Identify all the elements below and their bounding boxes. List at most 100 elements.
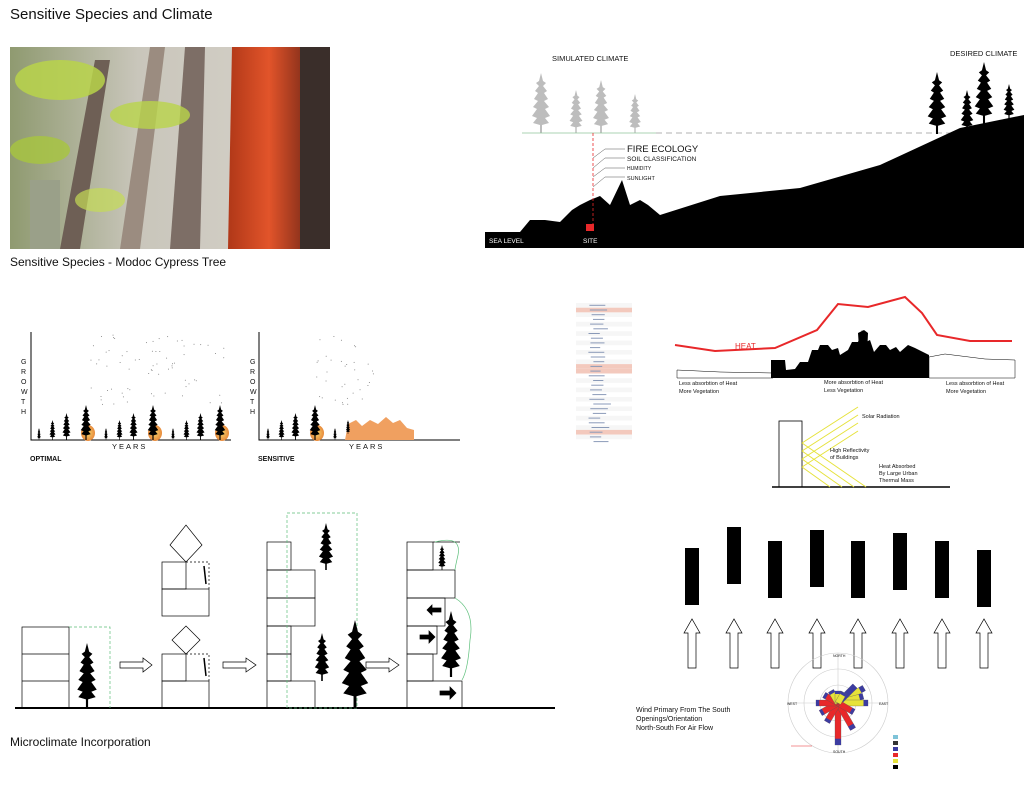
seed-dot xyxy=(207,344,209,346)
seed-dot xyxy=(156,363,158,365)
arrow-up-icon xyxy=(891,618,909,669)
table-row xyxy=(576,434,632,440)
seed-dot xyxy=(223,357,225,359)
seed-dot xyxy=(334,399,336,401)
seed-dot xyxy=(372,373,374,375)
seed-dot xyxy=(367,385,369,387)
building-block xyxy=(935,541,949,598)
arrow-left-icon xyxy=(426,604,442,616)
seed-dot xyxy=(367,363,369,365)
table-row xyxy=(576,415,632,421)
seed-dot xyxy=(354,369,356,371)
svg-text:R: R xyxy=(250,369,255,376)
modoc-cypress-photo xyxy=(10,47,330,249)
skyline xyxy=(771,330,929,378)
seed-dot xyxy=(98,359,100,361)
seed-dot xyxy=(181,339,183,341)
seed-dot xyxy=(106,365,108,367)
heat-line xyxy=(674,295,1012,353)
sunlight-label: SUNLIGHT xyxy=(627,176,655,182)
simulated-trees xyxy=(532,73,641,133)
table-row xyxy=(576,345,632,350)
seed-dot xyxy=(340,339,342,341)
seed-dot xyxy=(153,395,155,397)
building-block xyxy=(893,533,907,590)
seed-dot xyxy=(181,395,183,397)
seed-dot xyxy=(111,388,113,390)
seed-dot xyxy=(340,360,342,362)
north-label: NORTH xyxy=(833,654,846,658)
table-row xyxy=(576,321,632,327)
microclimate-caption: Microclimate Incorporation xyxy=(10,735,151,749)
seed-dot xyxy=(167,368,169,370)
seed-dot xyxy=(114,338,116,340)
seed-dot xyxy=(173,362,175,364)
seed-dot xyxy=(185,386,187,388)
sensitive-label: SENSITIVE xyxy=(258,456,295,463)
seed-dot xyxy=(100,396,102,398)
seed-dot xyxy=(92,345,94,347)
seed-dot xyxy=(344,365,346,367)
svg-text:of Buildings: of Buildings xyxy=(830,455,859,461)
seed-dot xyxy=(127,388,129,390)
seed-dot xyxy=(352,392,354,394)
table-row xyxy=(576,382,632,388)
table-row xyxy=(576,335,632,341)
building-block xyxy=(810,530,824,587)
seed-dot xyxy=(321,397,323,399)
arrow-up-icon xyxy=(933,618,951,669)
seed-dot xyxy=(108,350,110,352)
seed-dot xyxy=(134,359,136,361)
seed-dot xyxy=(90,387,92,389)
arrow-right-icon xyxy=(119,657,153,673)
seed-dot xyxy=(126,401,128,403)
building-block xyxy=(685,548,699,605)
sea-level-label: SEA LEVEL xyxy=(489,238,524,245)
svg-text:Solar Radiation: Solar Radiation xyxy=(862,414,900,420)
seed-dot xyxy=(361,398,363,400)
svg-text:G: G xyxy=(21,359,26,366)
seed-dot xyxy=(316,361,318,363)
seed-dot xyxy=(319,339,321,341)
seed-dot xyxy=(355,346,357,348)
seed-dot xyxy=(183,354,185,356)
arrow-up-icon xyxy=(683,618,701,669)
seed-dot xyxy=(96,363,98,365)
arrow-right-icon xyxy=(419,630,436,644)
seed-dot xyxy=(359,389,361,391)
svg-text:O: O xyxy=(250,379,256,386)
years-label: YEARS xyxy=(349,442,384,451)
seed-dot xyxy=(122,396,124,398)
seed-dot xyxy=(129,389,131,391)
wind-note: Wind Primary From The South Openings/Ori… xyxy=(636,707,731,732)
seed-dot xyxy=(346,364,348,366)
seed-dot xyxy=(319,396,321,398)
seed-dot xyxy=(195,380,197,382)
east-label: EAST xyxy=(879,702,889,706)
wind-rose: NORTH SOUTH EAST WEST xyxy=(787,652,898,769)
svg-text:T: T xyxy=(250,399,255,406)
optimal-label: OPTIMAL xyxy=(30,456,62,463)
svg-text:More absorbtion of Heat: More absorbtion of Heat xyxy=(824,380,883,386)
seed-dot xyxy=(325,380,327,382)
seed-dot xyxy=(184,379,186,381)
table-row xyxy=(576,378,632,383)
svg-text:Heat Absorbed: Heat Absorbed xyxy=(879,464,915,470)
seed-dot xyxy=(368,381,370,383)
seed-dot xyxy=(151,350,153,352)
seed-dot xyxy=(112,334,114,336)
seed-dot xyxy=(145,342,147,344)
wind-orientation-diagram xyxy=(683,527,993,669)
seed-dot xyxy=(333,336,335,338)
table-row xyxy=(576,331,632,336)
desired-climate-label: DESIRED CLIMATE xyxy=(950,49,1017,58)
table-row xyxy=(576,368,632,374)
seed-dot xyxy=(102,403,104,405)
arrow-up-icon xyxy=(849,618,867,669)
south-label: SOUTH xyxy=(833,750,846,754)
table-row xyxy=(576,429,632,435)
seed-dot xyxy=(166,357,168,359)
seed-dot xyxy=(155,351,157,353)
